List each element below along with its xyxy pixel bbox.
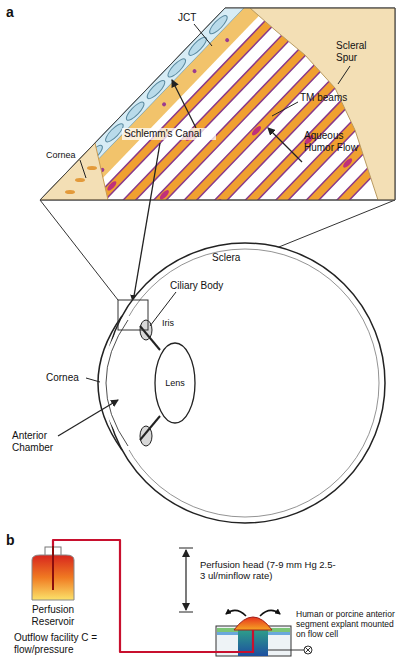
part-label: Anterior Chamber (12, 430, 72, 453)
part-label: Lens (163, 378, 187, 388)
part-label: Iris (162, 318, 174, 328)
part-label: Cornea (46, 372, 79, 384)
part-label: Scleral Spur (336, 40, 381, 63)
panel-letter: a (6, 4, 14, 20)
node-text: Human or porcine anterior segment explan… (296, 610, 396, 639)
part-label: Aqueous Humor Flow (304, 130, 366, 153)
reservoir-node: Perfusion Reservoir (20, 546, 86, 630)
part-label: Sclera (212, 252, 240, 264)
node-text: Perfusion Reservoir (20, 604, 86, 627)
part-label: Ciliary Body (170, 280, 223, 292)
formula-note: Outflow facility C = flow/pressure (14, 632, 109, 655)
panel-letter: b (6, 532, 15, 548)
reservoir-bottle (20, 546, 86, 602)
part-label: JCT (178, 12, 196, 24)
flow-cell-node: Human or porcine anterior segment explan… (196, 600, 396, 658)
dimension-note: Perfusion head (7-9 mm Hg 2.5-3 ul/minfl… (200, 560, 340, 582)
part-label: TM beams (300, 92, 347, 104)
part-label: Cornea (46, 150, 76, 160)
part-label: Schlemm's Canal (122, 128, 216, 140)
